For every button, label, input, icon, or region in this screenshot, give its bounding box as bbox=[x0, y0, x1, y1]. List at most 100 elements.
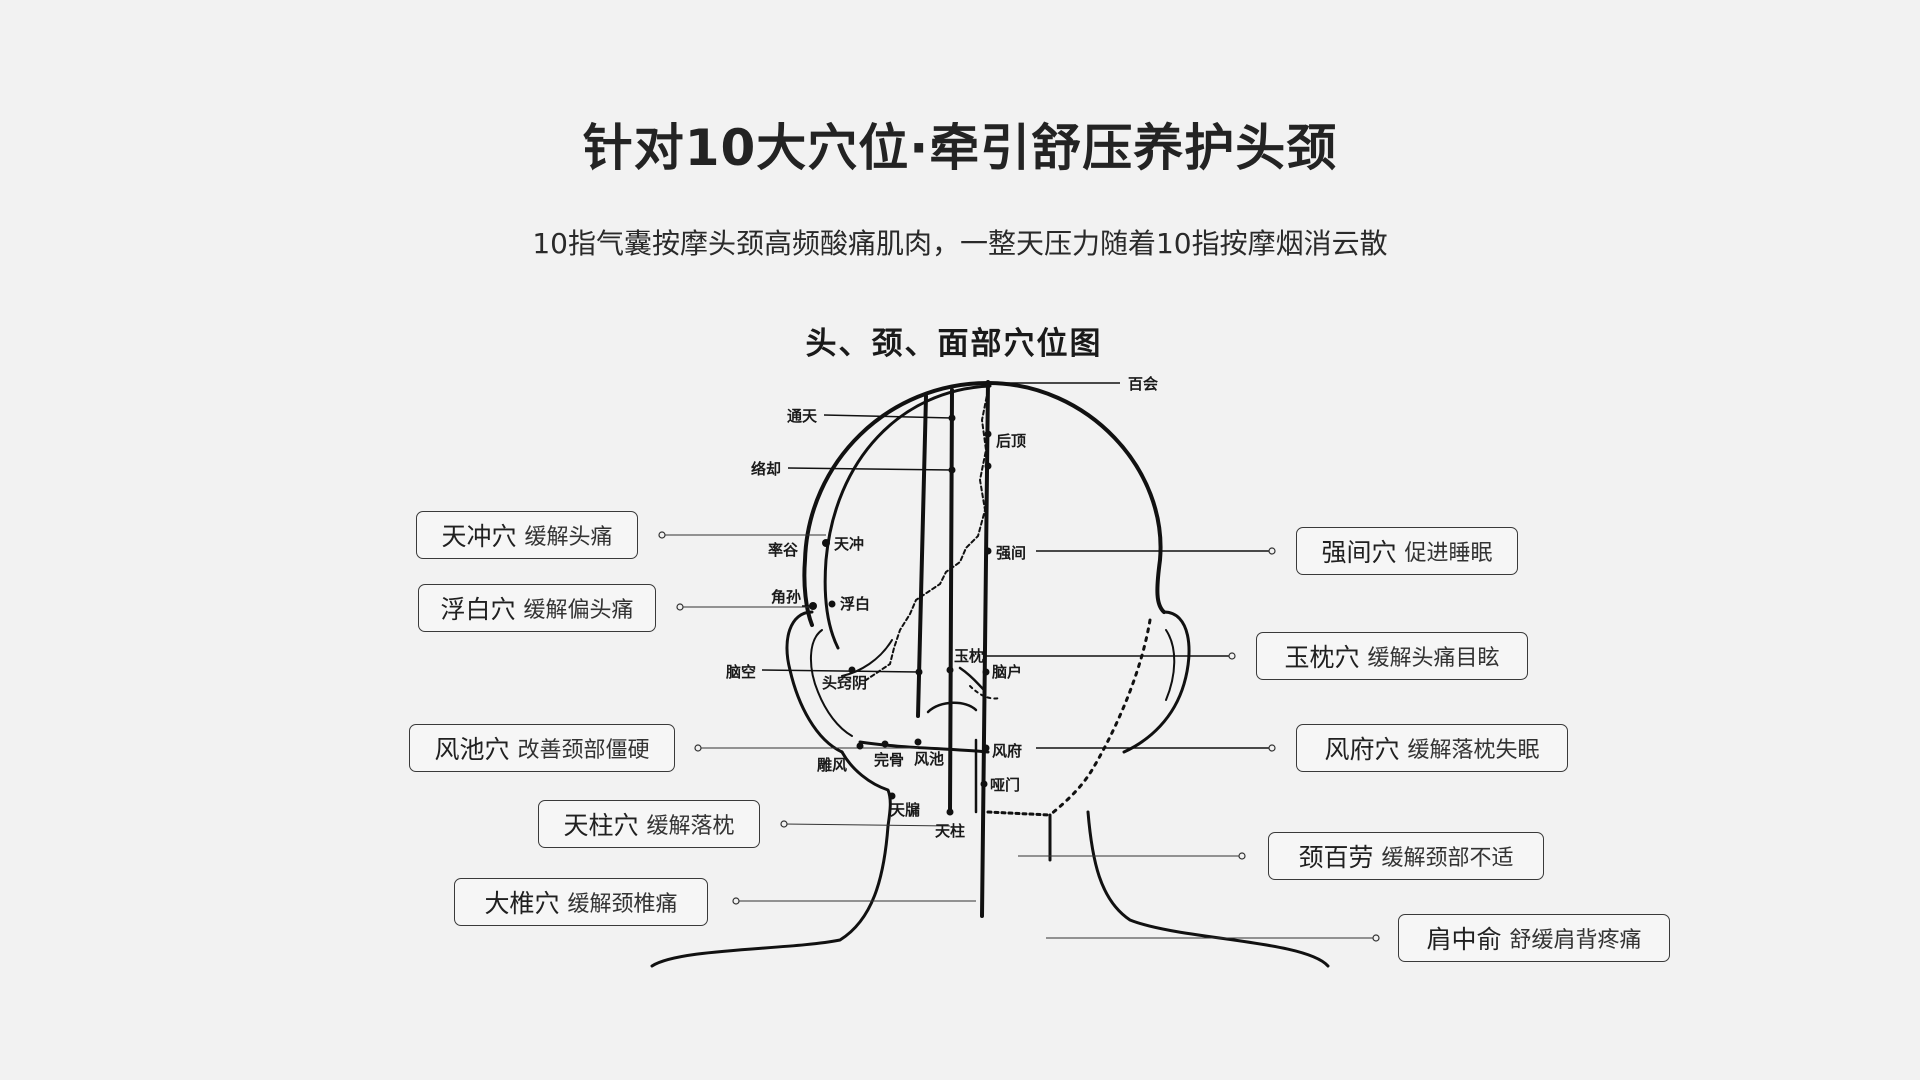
neck-left bbox=[650, 824, 890, 968]
point-dot-fengchi bbox=[914, 738, 922, 746]
cdot-qiangjian bbox=[1268, 547, 1276, 555]
point-dot-tianchong bbox=[822, 539, 830, 547]
meridian-line-2 bbox=[916, 394, 928, 718]
leader-luoque bbox=[787, 467, 953, 471]
callout-effect: 缓解落枕 bbox=[646, 814, 735, 839]
label-jiaosun: 角孙 bbox=[771, 588, 801, 606]
left-face bbox=[840, 750, 892, 828]
point-dot-yamen bbox=[980, 780, 988, 788]
cdot-jingbailao bbox=[1238, 852, 1246, 860]
label-tianyou: 天牖 bbox=[890, 801, 920, 819]
label-naokong: 脑空 bbox=[726, 663, 756, 681]
callout-fengfu: 风府穴 缓解落枕失眠 bbox=[1296, 724, 1568, 772]
callout-tianchong: 天冲穴 缓解头痛 bbox=[416, 511, 638, 559]
label-tianchong: 天冲 bbox=[834, 535, 864, 553]
callout-yuzhen: 玉枕穴 缓解头痛目眩 bbox=[1256, 632, 1528, 680]
label-fengfu: 风府 bbox=[992, 742, 1022, 760]
callout-tianzhu: 天柱穴 缓解落枕 bbox=[538, 800, 760, 848]
point-dot-tianzhu bbox=[946, 808, 954, 816]
label-fengchi: 风池 bbox=[914, 750, 944, 768]
callout-effect: 促进睡眠 bbox=[1404, 541, 1493, 566]
skull-base bbox=[858, 740, 990, 754]
callout-name: 肩中俞 bbox=[1426, 925, 1502, 954]
callout-effect: 改善颈部僵硬 bbox=[517, 738, 650, 763]
callout-name: 颈百劳 bbox=[1298, 843, 1374, 872]
head-inner-curve bbox=[823, 384, 992, 650]
callout-name: 大椎穴 bbox=[484, 889, 560, 918]
point-dot-tongtian bbox=[948, 414, 956, 422]
callout-effect: 舒缓肩背疼痛 bbox=[1509, 928, 1642, 953]
callout-effect: 缓解头痛 bbox=[524, 525, 613, 550]
point-dot-fubai bbox=[828, 600, 836, 608]
callout-jianzhongshu: 肩中俞 舒缓肩背疼痛 bbox=[1398, 914, 1670, 962]
cdot-dazhui bbox=[732, 897, 740, 905]
leader-tongtian bbox=[823, 414, 953, 419]
label-naohu: 脑户 bbox=[992, 663, 1022, 681]
label-tianzhu: 天柱 bbox=[935, 822, 965, 840]
point-dot-naohu bbox=[982, 668, 990, 676]
point-dot-touqiaoyin bbox=[848, 666, 856, 674]
page-title: 针对10大穴位·牵引舒压养护头颈 bbox=[582, 119, 1338, 177]
label-yuzhen: 玉枕 bbox=[954, 647, 984, 665]
point-dot-houding-2 bbox=[984, 462, 992, 470]
callout-effect: 缓解落枕失眠 bbox=[1407, 738, 1540, 763]
callout-name: 风府穴 bbox=[1324, 735, 1400, 764]
callout-effect: 缓解头痛目眩 bbox=[1367, 646, 1500, 671]
leader-naokong bbox=[761, 669, 920, 673]
callout-name: 强间穴 bbox=[1321, 538, 1397, 567]
label-fubai: 浮白 bbox=[840, 595, 870, 613]
point-dot-qiaofeng bbox=[856, 742, 864, 750]
point-dot-qiangjian bbox=[984, 547, 992, 555]
right-skull-dotted bbox=[1048, 618, 1152, 817]
cdot-fengchi bbox=[694, 744, 702, 752]
label-wangu: 完骨 bbox=[874, 751, 904, 769]
left-ear-inner bbox=[809, 629, 853, 737]
callout-effect: 缓解颈部不适 bbox=[1381, 846, 1514, 871]
label-yamen: 哑门 bbox=[990, 776, 1020, 794]
label-luoque: 络却 bbox=[751, 460, 781, 478]
skull-suture bbox=[865, 389, 989, 681]
right-ear bbox=[1122, 610, 1191, 754]
callout-name: 天冲穴 bbox=[441, 522, 517, 551]
callout-dazhui: 大椎穴 缓解颈椎痛 bbox=[454, 878, 708, 926]
cdot-fubai bbox=[676, 603, 684, 611]
cdot-jianzhongshu bbox=[1372, 934, 1380, 942]
cdot-tianchong bbox=[658, 531, 666, 539]
right-ear-inner bbox=[1165, 629, 1176, 701]
midline bbox=[980, 380, 990, 918]
point-dot-tianyou bbox=[888, 792, 896, 800]
point-dot-yuzhen bbox=[946, 666, 954, 674]
point-dot-jiaosun bbox=[809, 602, 817, 610]
neck-right bbox=[1086, 810, 1330, 968]
cdot-fengfu bbox=[1268, 744, 1276, 752]
label-houding: 后顶 bbox=[996, 432, 1026, 450]
callout-name: 天柱穴 bbox=[563, 811, 639, 840]
callout-name: 玉枕穴 bbox=[1284, 643, 1360, 672]
page-subtitle: 10指气囊按摩头颈高频酸痛肌肉，一整天压力随着10指按摩烟消云散 bbox=[532, 227, 1388, 260]
point-dot-luoque bbox=[948, 466, 956, 474]
callout-fubai: 浮白穴 缓解偏头痛 bbox=[418, 584, 656, 632]
callout-name: 风池穴 bbox=[434, 735, 510, 764]
label-qiangjian: 强间 bbox=[996, 544, 1026, 562]
callout-fengchi: 风池穴 改善颈部僵硬 bbox=[409, 724, 675, 772]
point-dot-houding bbox=[984, 430, 992, 438]
callout-effect: 缓解颈椎痛 bbox=[567, 892, 678, 917]
hairline-dotted bbox=[986, 810, 1052, 817]
label-tongtian: 通天 bbox=[787, 407, 818, 425]
occipital-curve-3 bbox=[969, 685, 1001, 700]
cdot-tianzhu bbox=[780, 820, 788, 828]
callout-effect: 缓解偏头痛 bbox=[523, 598, 634, 623]
label-qiaofeng: 雕风 bbox=[817, 756, 847, 774]
label-baihui: 百会 bbox=[1128, 375, 1158, 393]
meridian-line-1 bbox=[948, 388, 954, 814]
diagram-title: 头、颈、面部穴位图 bbox=[806, 326, 1103, 362]
point-dot-fengfu bbox=[982, 744, 990, 752]
callout-jingbailao: 颈百劳 缓解颈部不适 bbox=[1268, 832, 1544, 880]
skull-suture-2 bbox=[841, 639, 893, 677]
label-touqiaoyin: 头窍阴 bbox=[822, 674, 867, 692]
point-dot-wangu bbox=[881, 740, 889, 748]
point-dot-naokong bbox=[915, 668, 923, 676]
occipital-curve bbox=[926, 701, 978, 714]
cline-tianzhu bbox=[783, 823, 951, 827]
occipital-curve-2 bbox=[958, 666, 986, 692]
